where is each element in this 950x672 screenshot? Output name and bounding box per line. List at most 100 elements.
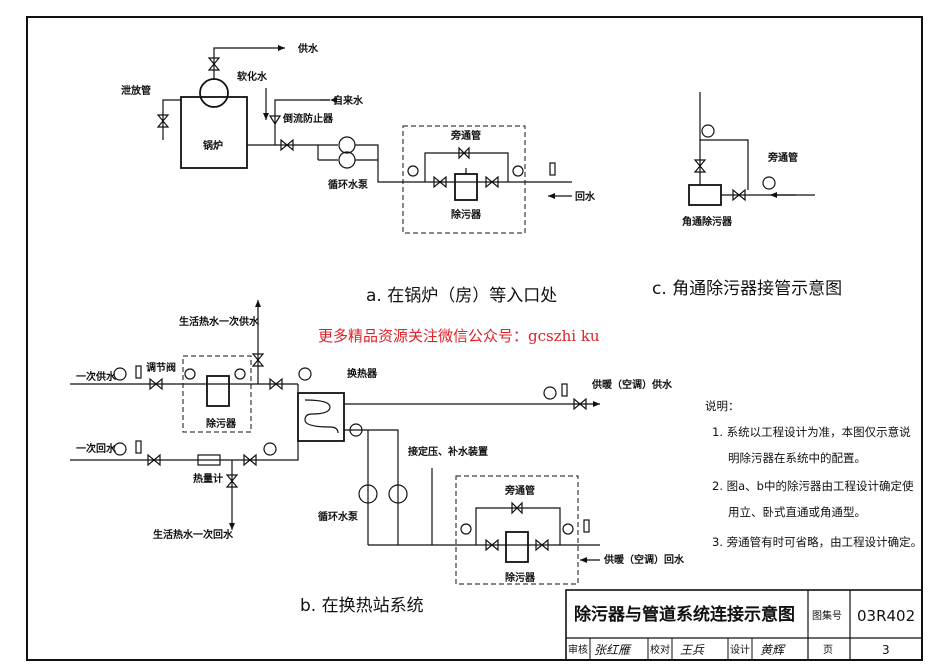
note-line-5: 3. 旁通管有时可省略，由工程设计确定。 bbox=[712, 535, 922, 549]
gauge-a2-icon bbox=[512, 165, 524, 177]
remover-label-a: 除污器 bbox=[451, 208, 482, 221]
backflow-label: 倒流防止器 bbox=[282, 112, 334, 125]
gauge-b6-icon bbox=[113, 442, 127, 456]
gauge-b1-icon bbox=[113, 367, 127, 381]
drain-valve-icon bbox=[156, 114, 170, 128]
regulating-valve-label: 调节阀 bbox=[146, 361, 176, 374]
pump-label-b: 循环水泵 bbox=[318, 510, 359, 523]
notes: 说明： 1. 系统以工程设计为准，本图仅示意说 明除污器在系统中的配置。 2. … bbox=[705, 399, 922, 549]
bypass-pipe-a bbox=[424, 152, 509, 182]
remover-label-b2: 除污器 bbox=[505, 571, 536, 584]
pressurize-label: 接定压、补水装置 bbox=[408, 445, 488, 458]
note-line-2: 明除污器在系统中的配置。 bbox=[728, 451, 866, 465]
remover-label-b1: 除污器 bbox=[206, 417, 237, 430]
notes-heading: 说明： bbox=[705, 399, 740, 413]
pump-manifold-left bbox=[317, 144, 338, 161]
caption-a: a. 在锅炉（房）等入口处 bbox=[366, 286, 557, 306]
designer-signature: 黄辉 bbox=[760, 643, 786, 657]
drawing-title: 除污器与管道系统连接示意图 bbox=[574, 604, 795, 625]
gauge-b10-icon bbox=[562, 523, 574, 535]
valve-c1-icon bbox=[693, 159, 707, 173]
watermark-text: 更多精品资源关注微信公众号：gcszhi ku bbox=[318, 327, 600, 345]
valve-b6-icon bbox=[243, 453, 257, 467]
boiler-drum bbox=[199, 78, 229, 108]
valve-a1-icon bbox=[433, 175, 447, 189]
soft-water-label: 软化水 bbox=[237, 70, 268, 83]
gauge-b3-icon bbox=[234, 368, 246, 380]
gauge-c1-icon bbox=[701, 124, 715, 138]
diagram-c: 旁通管 角通除污器 c. 角通除污器接管示意图 bbox=[652, 92, 842, 299]
gauge-b8-icon bbox=[349, 423, 363, 437]
gauge-b2-icon bbox=[184, 368, 196, 380]
remover-box-a bbox=[402, 125, 526, 234]
note-line-1: 1. 系统以工程设计为准，本图仅示意说 bbox=[712, 425, 911, 439]
review-label: 审核 bbox=[568, 643, 588, 656]
pump-risers-b bbox=[344, 429, 399, 545]
valve-a2-icon bbox=[485, 175, 499, 189]
atlas-number: 03R402 bbox=[857, 607, 915, 625]
regulating-valve-icon bbox=[149, 377, 163, 391]
remover-a-icon bbox=[454, 173, 478, 201]
remover-box-b1 bbox=[182, 355, 252, 433]
backflow-preventer-icon bbox=[268, 115, 282, 126]
note-line-4: 用立、卧式直通或角通型。 bbox=[728, 505, 866, 519]
thermometer-b1-icon bbox=[135, 365, 142, 379]
supply-valve-icon bbox=[207, 57, 221, 71]
gauge-b4-icon bbox=[298, 367, 312, 381]
gauge-b9-icon bbox=[460, 523, 472, 535]
diagram-a: 锅炉 供水 泄放管 软化水 自来水 倒流防止器 循环水泵 旁通管 bbox=[121, 42, 596, 306]
page-label: 页 bbox=[823, 644, 833, 656]
thermometer-b3-icon bbox=[135, 440, 142, 454]
checker-signature: 王兵 bbox=[680, 643, 705, 657]
domestic-return-valve-icon bbox=[225, 474, 239, 488]
pump-1-icon bbox=[338, 136, 356, 154]
heat-exchanger-icon bbox=[297, 392, 345, 442]
pump-b1-icon bbox=[358, 484, 378, 504]
thermometer-b2-icon bbox=[561, 383, 568, 397]
gauge-a1-icon bbox=[407, 165, 419, 177]
tap-water-label: 自来水 bbox=[333, 94, 364, 107]
bypass-label-a: 旁通管 bbox=[450, 129, 481, 142]
page-number: 3 bbox=[882, 643, 890, 657]
heat-exchanger-label: 换热器 bbox=[347, 367, 378, 380]
return-label-a: 回水 bbox=[575, 190, 596, 203]
heating-return-label: 供暖（空调）回水 bbox=[603, 553, 685, 566]
heat-exchanger-coil bbox=[304, 399, 339, 434]
caption-b: b. 在换热站系统 bbox=[300, 596, 424, 616]
supply-pipe bbox=[213, 45, 285, 79]
pump-2-icon bbox=[338, 151, 356, 169]
riser-c bbox=[699, 92, 749, 190]
gauge-c2-icon bbox=[762, 176, 776, 190]
heating-supply-label: 供暖（空调）供水 bbox=[591, 378, 673, 391]
angle-remover-icon bbox=[688, 184, 722, 206]
domestic-supply-valve-icon bbox=[251, 353, 265, 367]
thermometer-a-icon bbox=[549, 162, 556, 176]
primary-return-label: 一次回水 bbox=[76, 442, 117, 455]
note-line-3: 2. 图a、b中的除污器由工程设计确定使 bbox=[712, 479, 914, 493]
valve-c2-icon bbox=[732, 188, 746, 202]
sheet-border bbox=[26, 16, 923, 661]
reviewer-signature: 张红雁 bbox=[594, 643, 632, 657]
bypass-pipe-b bbox=[475, 507, 561, 545]
caption-c: c. 角通除污器接管示意图 bbox=[652, 279, 842, 299]
boiler-body bbox=[180, 96, 248, 169]
valve-b7-icon bbox=[485, 538, 499, 552]
bypass-valve-b-icon bbox=[511, 501, 523, 515]
heat-meter-icon bbox=[197, 454, 221, 466]
domestic-return-label: 生活热水一次回水 bbox=[153, 528, 234, 541]
bypass-label-c: 旁通管 bbox=[767, 151, 798, 164]
diagram-b: 一次供水 调节阀 除污器 生活热水一次供水 换热器 供暖（空调）供水 一次回水 bbox=[70, 300, 685, 616]
pump-label: 循环水泵 bbox=[328, 178, 369, 191]
title-block-frame bbox=[565, 589, 923, 661]
valve-b8-icon bbox=[535, 538, 549, 552]
design-label: 设计 bbox=[730, 643, 750, 656]
gauge-b5-icon bbox=[543, 386, 557, 400]
heat-meter-label: 热量计 bbox=[193, 472, 223, 485]
remover-b2-icon bbox=[505, 531, 529, 563]
outlet-valve-icon bbox=[280, 138, 294, 152]
supply-label: 供水 bbox=[297, 42, 319, 55]
bypass-label-b: 旁通管 bbox=[504, 484, 535, 497]
check-label: 校对 bbox=[650, 643, 670, 656]
gauge-b7-icon bbox=[263, 442, 277, 456]
